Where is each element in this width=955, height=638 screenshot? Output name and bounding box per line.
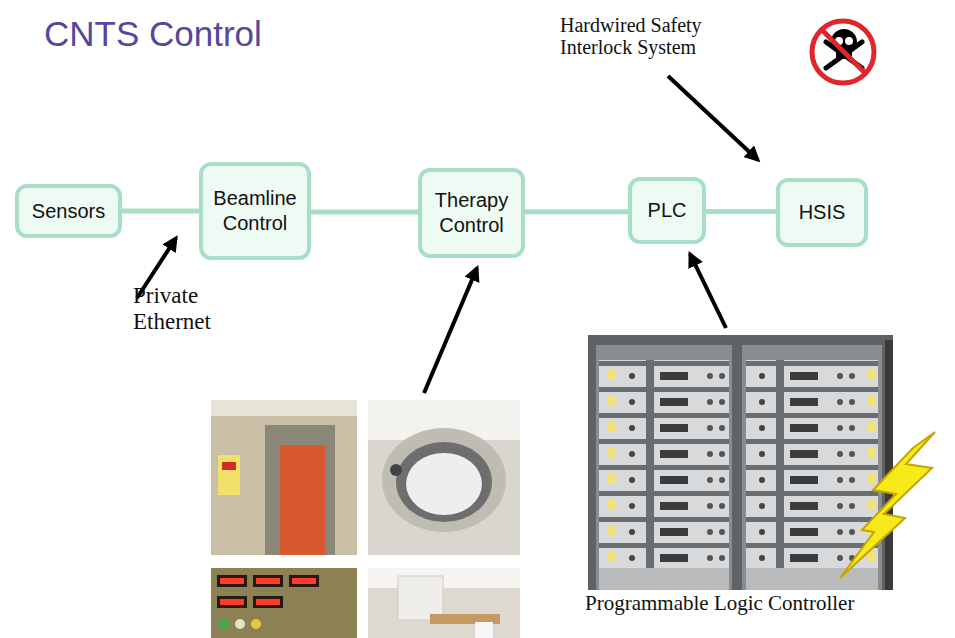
doorway-photo (211, 400, 357, 555)
callout-arrow (668, 76, 758, 160)
connector-line (706, 209, 776, 214)
callout-arrow (690, 254, 726, 328)
callout-label: Hardwired Safety Interlock System (560, 14, 718, 58)
slide-title: CNTS Control (44, 14, 262, 54)
lightning-bolt (840, 432, 935, 578)
process-box: HSIS (776, 178, 868, 247)
callout-label: Programmable Logic Controller (585, 592, 854, 615)
treatment-room-photo (368, 568, 520, 638)
process-box: PLC (628, 177, 706, 244)
box-label: Beamline Control (211, 186, 299, 236)
process-box: Therapy Control (418, 168, 525, 258)
process-box: Beamline Control (199, 162, 311, 260)
box-label: PLC (648, 198, 687, 223)
box-label: Sensors (32, 199, 105, 224)
callout-label: Private Ethernet (133, 283, 233, 336)
process-box: Sensors (15, 184, 122, 238)
connector-line (311, 210, 418, 215)
connector-line (122, 209, 199, 214)
plc-rack-photo (588, 335, 893, 590)
gantry-photo (368, 400, 520, 555)
control-panel-photo (211, 568, 357, 638)
box-label: Therapy Control (430, 188, 513, 238)
box-label: HSIS (799, 200, 846, 225)
connector-line (525, 209, 628, 214)
callout-arrow (424, 268, 477, 393)
no-danger-icon (812, 21, 874, 83)
